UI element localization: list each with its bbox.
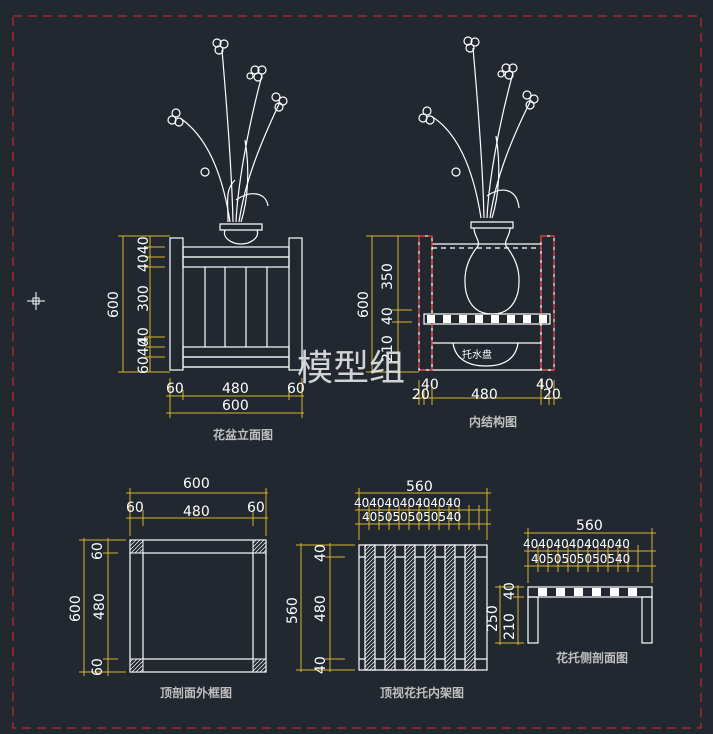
tv-dim-top: 40 [313, 544, 329, 562]
frame-corner-blocks [129, 539, 267, 673]
inner-structure-red-posts [418, 235, 555, 371]
fe-dim-low: 40 [136, 327, 152, 345]
fe-dim-mid: 300 [136, 285, 152, 312]
side-section-dimensions [495, 528, 656, 645]
is-dim-40: 40 [380, 307, 396, 325]
fe-dim-mid-h: 480 [222, 381, 249, 397]
fe-dim-left: 60 [166, 381, 184, 397]
shelf-slats [427, 315, 547, 323]
caption-top-section-frame: 顶剖面外框图 [160, 685, 232, 700]
fe-dim-top: 4040 [136, 236, 152, 272]
ts-dim-total-h: 600 [183, 476, 210, 492]
ts-dim-right: 60 [247, 500, 265, 516]
tv-dim-row1: 40404040404040 [354, 496, 461, 510]
tv-dim-bottom: 40 [313, 656, 329, 674]
tray-label: 托水盘 [462, 348, 492, 361]
is-dim-210: 210 [380, 335, 396, 362]
fe-dim-right: 60 [287, 381, 305, 397]
fe-dim-bottom: 6040 [136, 338, 152, 374]
front-elevation-dimensions [118, 235, 304, 418]
side-section-view [527, 586, 653, 644]
fe-dim-total: 600 [106, 291, 122, 318]
caption-front-elevation: 花盆立面图 [213, 427, 273, 442]
sd-dim-row1: 40404040404040 [523, 537, 630, 551]
tv-dim-total-v: 560 [285, 597, 301, 624]
sd-dim-40: 40 [502, 582, 518, 600]
ts-dim-left: 60 [126, 500, 144, 516]
is-dim-top: 350 [380, 263, 396, 290]
is-dim-20-right: 20 [543, 387, 561, 403]
is-dim-total: 600 [356, 291, 372, 318]
sd-dim-total-h: 560 [576, 518, 603, 534]
side-section-slats [538, 588, 637, 596]
ts-dim-mid-h: 480 [183, 504, 210, 520]
tv-dim-total-h: 560 [406, 479, 433, 495]
top-view-inner-frame-view [358, 544, 488, 671]
inner-structure-view [418, 36, 555, 371]
top-view-dimensions [296, 488, 491, 672]
top-section-dimensions [79, 488, 268, 676]
top-section-frame-view [129, 539, 267, 673]
crosshair-cursor-icon [27, 292, 45, 310]
caption-top-view-inner-frame: 顶视花托内架图 [380, 685, 464, 700]
is-dim-480: 480 [471, 387, 498, 403]
ts-dim-bottom: 60 [90, 658, 106, 676]
ts-dim-top: 60 [90, 542, 106, 560]
is-dim-40-left: 40 [421, 377, 439, 393]
front-elevation-view [167, 38, 303, 371]
caption-side-section: 花托侧剖面图 [556, 650, 628, 665]
plant-icon [167, 38, 288, 245]
plant-icon [418, 36, 539, 219]
tv-dim-row2: 4050505050540 [362, 510, 461, 524]
fe-dim-total-h: 600 [222, 398, 249, 414]
tv-dim-mid-v: 480 [313, 595, 329, 622]
is-dim-20-left: 20 [412, 387, 430, 403]
sd-dim-210: 210 [502, 613, 518, 640]
sd-dim-250: 250 [485, 605, 501, 632]
watermark: 模型组 [297, 348, 405, 389]
drawing-border [12, 15, 702, 729]
is-dim-40-right: 40 [536, 377, 554, 393]
ts-dim-total-v: 600 [68, 595, 84, 622]
sd-dim-row2: 4050505050540 [531, 552, 630, 566]
caption-inner-structure: 内结构图 [469, 414, 517, 429]
inner-structure-dimensions [366, 235, 562, 405]
ts-dim-mid-v: 480 [92, 593, 108, 620]
